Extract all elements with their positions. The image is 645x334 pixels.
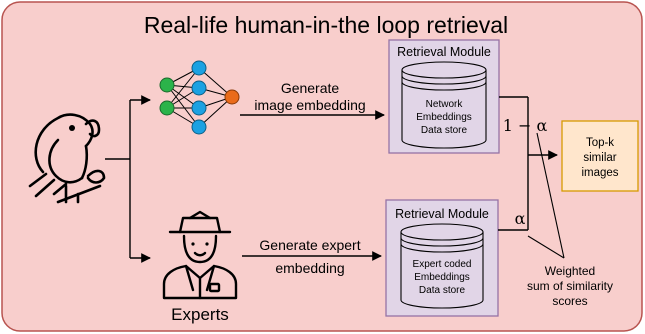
store-top-line2: Embeddings [416,112,472,123]
retrieval-module-top-title: Retrieval Module [397,45,491,59]
store-top-line1: Network [426,99,464,110]
image-embedding-label-1: Generate [281,80,340,96]
store-bottom-line1: Expert coded [413,259,472,270]
store-bottom-line2: Embeddings [414,272,470,283]
weight-alpha: α [515,209,526,228]
neural-network-icon [159,60,240,135]
expert-embedding-label-2: embedding [275,260,344,276]
expert-ranger-icon [162,210,238,300]
expert-embedding-label-1: Generate expert [259,237,360,253]
branch-connector [105,95,151,263]
store-top-line3: Data store [421,125,468,136]
bird-icon [28,113,106,204]
store-bottom-line3: Data store [419,285,466,296]
top-k-output-box [561,120,639,192]
experts-label: Experts [171,305,229,324]
output-line2: similar [583,152,616,164]
weight-annotation-lines [527,132,565,259]
merge-connector [498,96,558,231]
output-line1: Top-k [586,137,614,149]
output-line3: images [581,167,618,179]
database-icon [400,223,484,309]
image-embedding-label-2: image embedding [254,97,365,113]
diagram-title: Real-life human-in-the loop retrieval [144,12,508,38]
retrieval-module-bottom-title: Retrieval Module [395,207,489,221]
weight-one-minus-alpha: 1 − α [503,116,548,135]
sum-note-line3: scores [552,294,587,308]
sum-note-line2: sum of similarity [527,279,613,293]
database-icon [401,61,487,149]
sum-note-line1: Weighted [545,264,595,278]
